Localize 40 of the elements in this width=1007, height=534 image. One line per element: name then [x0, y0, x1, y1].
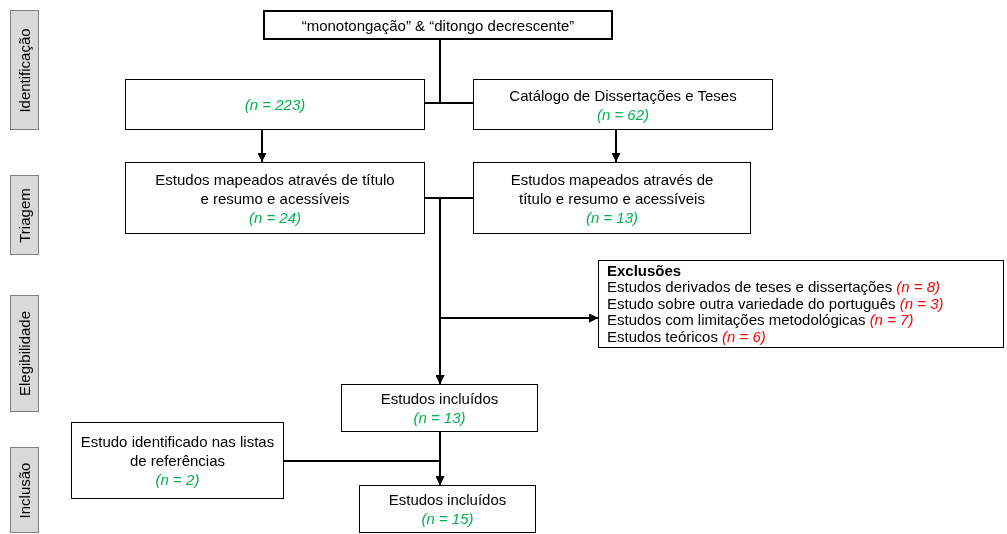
exclusion-item: Estudos teóricos (n = 6) [607, 328, 766, 346]
count-text: (n = 223) [244, 95, 306, 114]
count-text: (n = 15) [421, 509, 474, 528]
box-heading: Exclusões [607, 262, 682, 280]
box-text: Estudos mapeados através de título e resumo e acessíveis [154, 169, 396, 208]
count-text: (n = 2) [155, 470, 200, 489]
stage-label: Identificação [16, 27, 33, 113]
count-text: (n = 24) [248, 207, 302, 227]
count-text: (n = 62) [596, 104, 650, 124]
process-box [263, 10, 613, 40]
box-text: Estudos mapeados através de título e resumo e acessíveis [509, 169, 715, 208]
stage-box [10, 10, 39, 130]
count-text: (n = 13) [413, 408, 466, 427]
arrow [611, 129, 621, 163]
arrow [257, 129, 267, 163]
box-text: Catálogo de Dissertações e Teses [509, 85, 737, 105]
stage-box [10, 175, 39, 255]
arrow [283, 460, 445, 486]
count-text: (n = 13) [585, 207, 639, 227]
box-text: Estudos incluídos [388, 490, 507, 509]
process-box [359, 485, 536, 533]
process-box [125, 79, 425, 130]
process-box [125, 162, 425, 234]
stage-label: Triagem [16, 187, 33, 243]
process-box [473, 79, 773, 130]
process-box [473, 162, 751, 234]
connector-line [439, 39, 474, 104]
exclusion-item: Estudos derivados de teses e dissertações (n = 8) [607, 279, 941, 296]
stage-box [10, 295, 39, 412]
exclusion-item: Estudo sobre outra variedade do português (n = 3) [607, 295, 944, 313]
process-box [71, 422, 284, 499]
exclusion-box [598, 260, 1004, 348]
stage-label: Inclusão [16, 462, 33, 518]
process-box [341, 384, 538, 432]
stage-box [10, 447, 39, 533]
box-text: Estudos incluídos [380, 389, 499, 408]
stage-label: Elegibilidade [16, 310, 33, 397]
exclusion-item: Estudos com limitações metodológicas (n = 7) [607, 312, 914, 329]
box-text: Estudo identificado nas listas de referências [80, 432, 275, 470]
box-text: “monotongação” & “ditongo decrescente” [301, 15, 575, 35]
